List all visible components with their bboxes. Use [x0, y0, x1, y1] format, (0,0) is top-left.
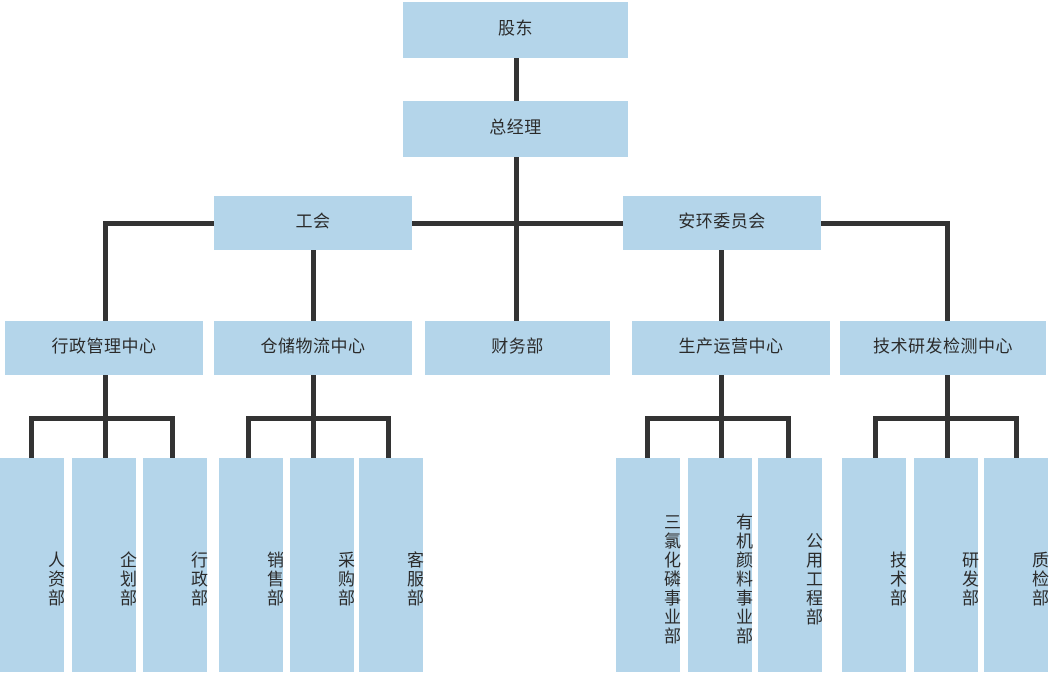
connector-technology-center-stem — [945, 375, 950, 420]
node-production-operations-center[interactable]: 生产运营中心 — [632, 321, 830, 375]
node-hr-department[interactable]: 人资部 — [0, 458, 64, 672]
connector-admin-center-to-hr-department — [29, 416, 34, 458]
node-warehouse-logistics-center[interactable]: 仓储物流中心 — [214, 321, 412, 375]
connector-labor-union-to-warehouse-logistics-center — [311, 250, 316, 321]
node-quality-inspection-department[interactable]: 质检部 — [984, 458, 1048, 672]
connector-production-center-to-organic-pigment-division — [719, 416, 724, 458]
connector-admin-center-stem — [103, 375, 108, 420]
node-phosphorus-trichloride-division[interactable]: 三氯化磷事业部 — [616, 458, 680, 672]
connector-level3-bus-left — [103, 221, 215, 226]
connector-production-center-to-utility-engineering-department — [786, 416, 791, 458]
node-utility-engineering-department[interactable]: 公用工程部 — [758, 458, 822, 672]
connector-technology-center-to-technology-department — [873, 416, 878, 458]
node-customer-service-department[interactable]: 客服部 — [359, 458, 423, 672]
connector-warehouse-center-to-sales-department — [246, 416, 251, 458]
node-technology-rd-testing-center[interactable]: 技术研发检测中心 — [840, 321, 1046, 375]
node-technology-department[interactable]: 技术部 — [842, 458, 906, 672]
connector-technology-center-to-rd-department — [945, 416, 950, 458]
connector-admin-center-to-administration-department — [170, 416, 175, 458]
connector-admin-center-to-planning-department — [103, 416, 108, 458]
connector-warehouse-center-to-purchasing-department — [311, 416, 316, 458]
connector-technology-center-to-quality-inspection-department — [1014, 416, 1019, 458]
connector-warehouse-center-stem — [311, 375, 316, 420]
connector-warehouse-center-bracket — [246, 416, 391, 421]
node-organic-pigment-division[interactable]: 有机颜料事业部 — [688, 458, 752, 672]
connector-safety-committee-to-production-operations-center — [719, 250, 724, 321]
connector-production-center-bracket — [645, 416, 791, 421]
node-labor-union[interactable]: 工会 — [214, 196, 412, 250]
node-safety-environment-committee[interactable]: 安环委员会 — [623, 196, 821, 250]
node-finance-department[interactable]: 财务部 — [425, 321, 610, 375]
connector-bus-to-technology-rd-testing-center — [945, 221, 950, 321]
node-rd-department[interactable]: 研发部 — [914, 458, 978, 672]
connector-production-center-stem — [719, 375, 724, 420]
node-purchasing-department[interactable]: 采购部 — [290, 458, 354, 672]
node-administration-department[interactable]: 行政部 — [143, 458, 207, 672]
connector-production-center-to-phosphorus-trichloride-division — [645, 416, 650, 458]
connector-level3-bus-center — [412, 221, 624, 226]
node-shareholders[interactable]: 股东 — [403, 2, 628, 58]
node-admin-management-center[interactable]: 行政管理中心 — [5, 321, 203, 375]
connector-bus-to-admin-management-center — [103, 221, 108, 321]
node-planning-department[interactable]: 企划部 — [72, 458, 136, 672]
connector-general-manager-trunk — [514, 157, 519, 321]
connector-warehouse-center-to-customer-service-department — [386, 416, 391, 458]
connector-shareholders-to-general-manager — [514, 58, 519, 103]
connector-level3-bus-right — [821, 221, 950, 226]
node-sales-department[interactable]: 销售部 — [219, 458, 283, 672]
node-general-manager[interactable]: 总经理 — [403, 101, 628, 157]
connector-admin-center-bracket — [29, 416, 175, 421]
